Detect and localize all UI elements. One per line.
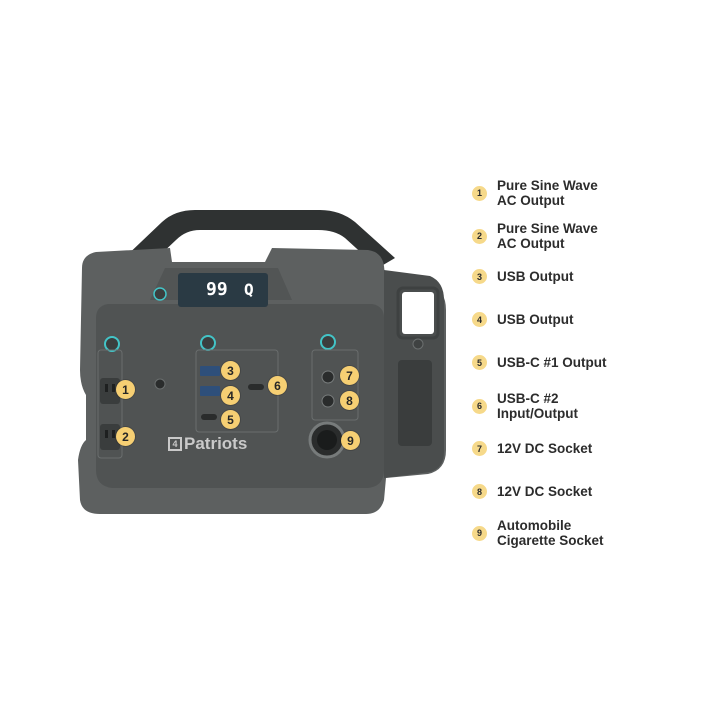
lcd-right-indicator: Q [244, 280, 254, 299]
callout-3: 3 [221, 361, 240, 380]
side-grille [398, 360, 432, 446]
legend-item: 3 USB Output [472, 269, 574, 284]
dc-panel [311, 349, 359, 421]
lcd-screen [178, 273, 268, 307]
usb-port-2 [200, 386, 220, 396]
callout-8: 8 [340, 391, 359, 410]
brand-name: Patriots [184, 434, 248, 453]
usb-c-port-1 [201, 414, 217, 420]
legend-item: 6 USB-C #2 Input/Output [472, 391, 578, 421]
dc-socket-2 [321, 394, 335, 408]
legend-badge: 8 [472, 484, 487, 499]
usb-port-1 [200, 366, 220, 376]
ac-button [104, 336, 120, 352]
brand-mark-icon: 4 [168, 437, 182, 451]
legend-badge: 7 [472, 441, 487, 456]
side-light [402, 292, 434, 334]
legend-item: 5 USB-C #1 Output [472, 355, 607, 370]
callout-1: 1 [116, 380, 135, 399]
callout-7: 7 [340, 366, 359, 385]
dc-button [320, 334, 336, 350]
ac-panel [97, 349, 123, 459]
callout-6: 6 [268, 376, 287, 395]
legend-label: USB Output [497, 269, 574, 284]
callout-2: 2 [116, 427, 135, 446]
legend-label: 12V DC Socket [497, 441, 593, 456]
legend-item: 9 Automobile Cigarette Socket [472, 518, 604, 548]
legend-item: 7 12V DC Socket [472, 441, 592, 456]
legend-label: Pure Sine Wave AC Output [497, 221, 598, 251]
legend-item: 1 Pure Sine Wave AC Output [472, 178, 598, 208]
legend-badge: 3 [472, 269, 487, 284]
legend-badge: 5 [472, 355, 487, 370]
legend-label: USB-C #2 Input/Output [497, 391, 578, 421]
legend-badge: 6 [472, 398, 487, 414]
legend-badge: 1 [472, 185, 487, 201]
dc-socket-1 [321, 370, 335, 384]
solar-input-port [154, 378, 166, 390]
legend-item: 4 USB Output [472, 312, 574, 327]
carry-handle [120, 210, 395, 274]
callout-5: 5 [221, 410, 240, 429]
legend-label: USB-C #1 Output [497, 355, 607, 370]
side-light-frame [396, 286, 440, 340]
usb-button [200, 335, 216, 351]
side-button [412, 338, 424, 350]
legend-badge: 9 [472, 525, 487, 541]
callout-4: 4 [221, 386, 240, 405]
legend-label: 12V DC Socket [497, 484, 593, 499]
legend-badge: 2 [472, 228, 487, 244]
legend-item: 8 12V DC Socket [472, 484, 592, 499]
brand-logo: 4 Patriots [168, 434, 247, 454]
legend-badge: 4 [472, 312, 487, 327]
power-button [153, 287, 167, 301]
callout-9: 9 [341, 431, 360, 450]
feature-legend: 1 Pure Sine Wave AC Output 2 Pure Sine W… [472, 0, 702, 704]
legend-item: 2 Pure Sine Wave AC Output [472, 221, 598, 251]
lcd-value: 99 [206, 279, 228, 300]
legend-label: Automobile Cigarette Socket [497, 518, 604, 548]
legend-label: USB Output [497, 312, 574, 327]
usb-c-port-2 [248, 384, 264, 390]
legend-label: Pure Sine Wave AC Output [497, 178, 598, 208]
